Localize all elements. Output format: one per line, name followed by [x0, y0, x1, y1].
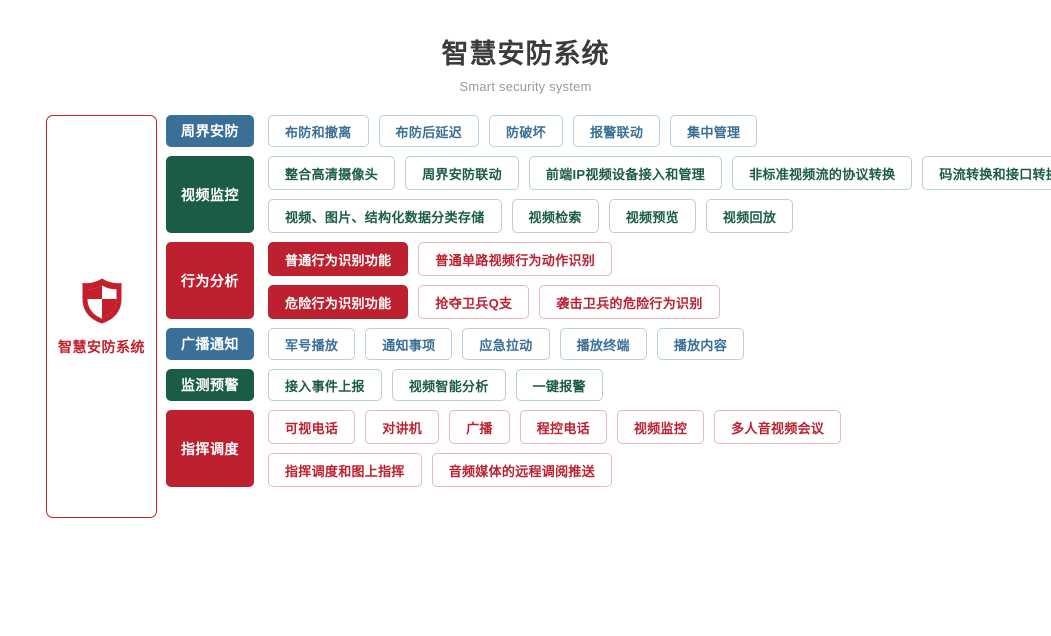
item-line: 指挥调度和图上指挥音频媒体的远程调阅推送 [268, 453, 841, 488]
feature-pill[interactable]: 布防和撤离 [268, 115, 369, 148]
item-line: 接入事件上报视频智能分析一键报警 [268, 369, 603, 402]
category-items: 军号播放通知事项应急拉动播放终端播放内容 [268, 328, 745, 361]
feature-pill[interactable]: 视频、图片、结构化数据分类存储 [268, 199, 502, 234]
feature-pill[interactable]: 报警联动 [572, 115, 661, 148]
feature-pill[interactable]: 视频预览 [608, 199, 696, 234]
category-label-4[interactable]: 监测预警 [166, 369, 254, 402]
category-items: 可视电话对讲机广播程控电话视频监控多人音视频会议指挥调度和图上指挥音频媒体的远程… [268, 410, 842, 488]
feature-pill[interactable]: 视频智能分析 [391, 369, 506, 402]
page-title: 智慧安防系统 [441, 39, 610, 69]
feature-pill[interactable]: 袭击卫兵的危险行为识别 [539, 285, 720, 320]
category-row: 指挥调度可视电话对讲机广播程控电话视频监控多人音视频会议指挥调度和图上指挥音频媒… [166, 410, 1051, 488]
feature-pill[interactable]: 通知事项 [365, 328, 453, 361]
category-label-2[interactable]: 行为分析 [166, 242, 254, 320]
category-label-3[interactable]: 广播通知 [166, 328, 254, 361]
category-items: 布防和撤离布防后延迟防破坏报警联动集中管理 [268, 115, 758, 148]
category-items: 普通行为识别功能普通单路视频行为动作识别危险行为识别功能抢夺卫兵Q支袭击卫兵的危… [268, 242, 720, 320]
feature-pill[interactable]: 整合高清摄像头 [268, 156, 396, 191]
feature-pill[interactable]: 程控电话 [519, 410, 607, 445]
feature-pill[interactable]: 周界安防联动 [405, 156, 519, 191]
feature-pill[interactable]: 抢夺卫兵Q支 [418, 285, 530, 320]
feature-pill[interactable]: 视频监控 [616, 410, 705, 445]
feature-pill[interactable]: 播放内容 [656, 328, 745, 361]
feature-pill[interactable]: 布防后延迟 [378, 115, 480, 148]
category-row: 行为分析普通行为识别功能普通单路视频行为动作识别危险行为识别功能抢夺卫兵Q支袭击… [166, 242, 1051, 320]
shield-icon [80, 277, 124, 325]
feature-pill[interactable]: 危险行为识别功能 [268, 285, 409, 320]
feature-pill[interactable]: 普通行为识别功能 [268, 242, 409, 277]
item-line: 普通行为识别功能普通单路视频行为动作识别 [268, 242, 720, 277]
feature-pill[interactable]: 应急拉动 [462, 328, 550, 361]
feature-pill[interactable]: 码流转换和接口转换 [922, 156, 1051, 191]
category-label-5[interactable]: 指挥调度 [166, 410, 254, 488]
feature-pill[interactable]: 视频回放 [705, 199, 794, 234]
item-line: 军号播放通知事项应急拉动播放终端播放内容 [268, 328, 745, 361]
feature-pill[interactable]: 一键报警 [515, 369, 603, 402]
item-line: 布防和撤离布防后延迟防破坏报警联动集中管理 [268, 115, 758, 148]
feature-pill[interactable]: 防破坏 [489, 115, 563, 148]
category-label-0[interactable]: 周界安防 [166, 115, 254, 148]
feature-pill[interactable]: 音频媒体的远程调阅推送 [431, 453, 613, 488]
page-subtitle: Smart security system [459, 79, 592, 95]
category-label-1[interactable]: 视频监控 [166, 156, 254, 234]
category-row: 广播通知军号播放通知事项应急拉动播放终端播放内容 [166, 328, 1051, 361]
feature-pill[interactable]: 前端IP视频设备接入和管理 [528, 156, 723, 191]
feature-pill[interactable]: 可视电话 [268, 410, 356, 445]
feature-pill[interactable]: 普通单路视频行为动作识别 [418, 242, 613, 277]
architecture-diagram: 智慧安防系统 周界安防布防和撤离布防后延迟防破坏报警联动集中管理视频监控整合高清… [0, 115, 1051, 519]
item-line: 危险行为识别功能抢夺卫兵Q支袭击卫兵的危险行为识别 [268, 285, 720, 320]
feature-pill[interactable]: 指挥调度和图上指挥 [268, 453, 422, 488]
item-line: 视频、图片、结构化数据分类存储视频检索视频预览视频回放 [268, 199, 1051, 234]
feature-pill[interactable]: 非标准视频流的协议转换 [732, 156, 913, 191]
category-row: 周界安防布防和撤离布防后延迟防破坏报警联动集中管理 [166, 115, 1051, 148]
feature-pill[interactable]: 军号播放 [268, 328, 356, 361]
feature-pill[interactable]: 多人音视频会议 [714, 410, 842, 445]
page-header: 智慧安防系统 Smart security system [0, 0, 1051, 94]
item-line: 可视电话对讲机广播程控电话视频监控多人音视频会议 [268, 410, 842, 445]
feature-pill[interactable]: 广播 [449, 410, 510, 445]
item-line: 整合高清摄像头周界安防联动前端IP视频设备接入和管理非标准视频流的协议转换码流转… [268, 156, 1051, 191]
feature-pill[interactable]: 对讲机 [365, 410, 440, 445]
category-items: 整合高清摄像头周界安防联动前端IP视频设备接入和管理非标准视频流的协议转换码流转… [268, 156, 1051, 234]
feature-pill[interactable]: 集中管理 [670, 115, 758, 148]
category-row: 视频监控整合高清摄像头周界安防联动前端IP视频设备接入和管理非标准视频流的协议转… [166, 156, 1051, 234]
feature-pill[interactable]: 接入事件上报 [268, 369, 382, 402]
category-row: 监测预警接入事件上报视频智能分析一键报警 [166, 369, 1051, 402]
category-rows: 周界安防布防和撤离布防后延迟防破坏报警联动集中管理视频监控整合高清摄像头周界安防… [166, 115, 1051, 488]
system-panel-label: 智慧安防系统 [58, 338, 145, 355]
feature-pill[interactable]: 视频检索 [511, 199, 599, 234]
category-items: 接入事件上报视频智能分析一键报警 [268, 369, 603, 402]
system-panel: 智慧安防系统 [46, 115, 157, 519]
feature-pill[interactable]: 播放终端 [559, 328, 647, 361]
